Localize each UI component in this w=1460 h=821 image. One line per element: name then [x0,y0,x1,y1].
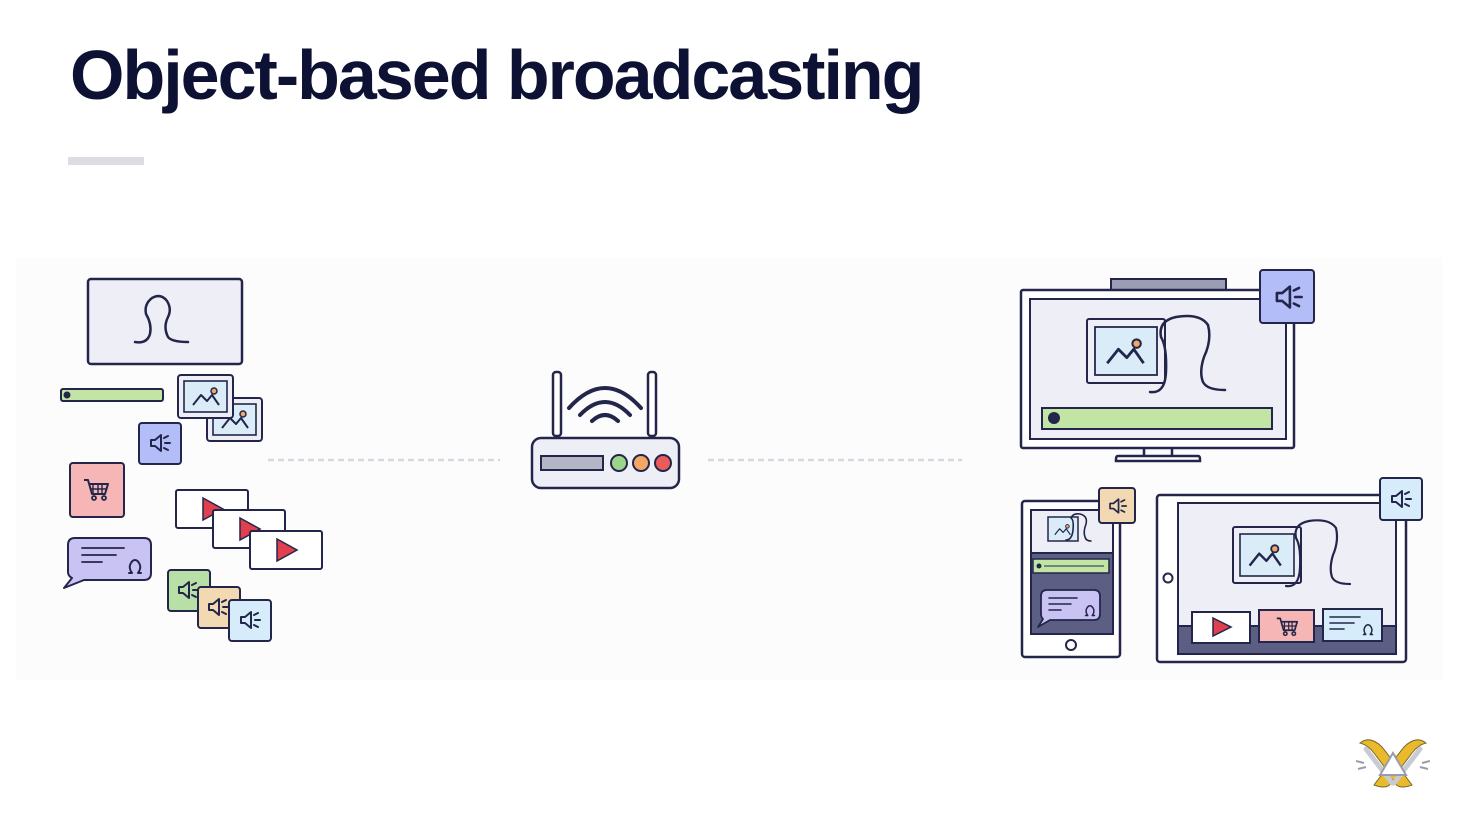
brand-logo [1356,739,1430,788]
slide-title: Object-based broadcasting [70,36,924,114]
phone-device [1020,487,1136,659]
caption-bar-object [60,388,164,402]
audio-icon [138,422,182,465]
television-device [1019,269,1315,463]
image-object [177,374,263,442]
video-clip-objects [175,489,323,570]
tablet-device [1155,477,1423,664]
shopping-cart-icon [69,462,125,518]
subtitle-bubble-icon [63,537,152,589]
presenter-video-object [86,277,244,366]
router-icon [530,370,681,490]
title-underline [68,157,144,165]
audio-track-icons [167,569,272,642]
